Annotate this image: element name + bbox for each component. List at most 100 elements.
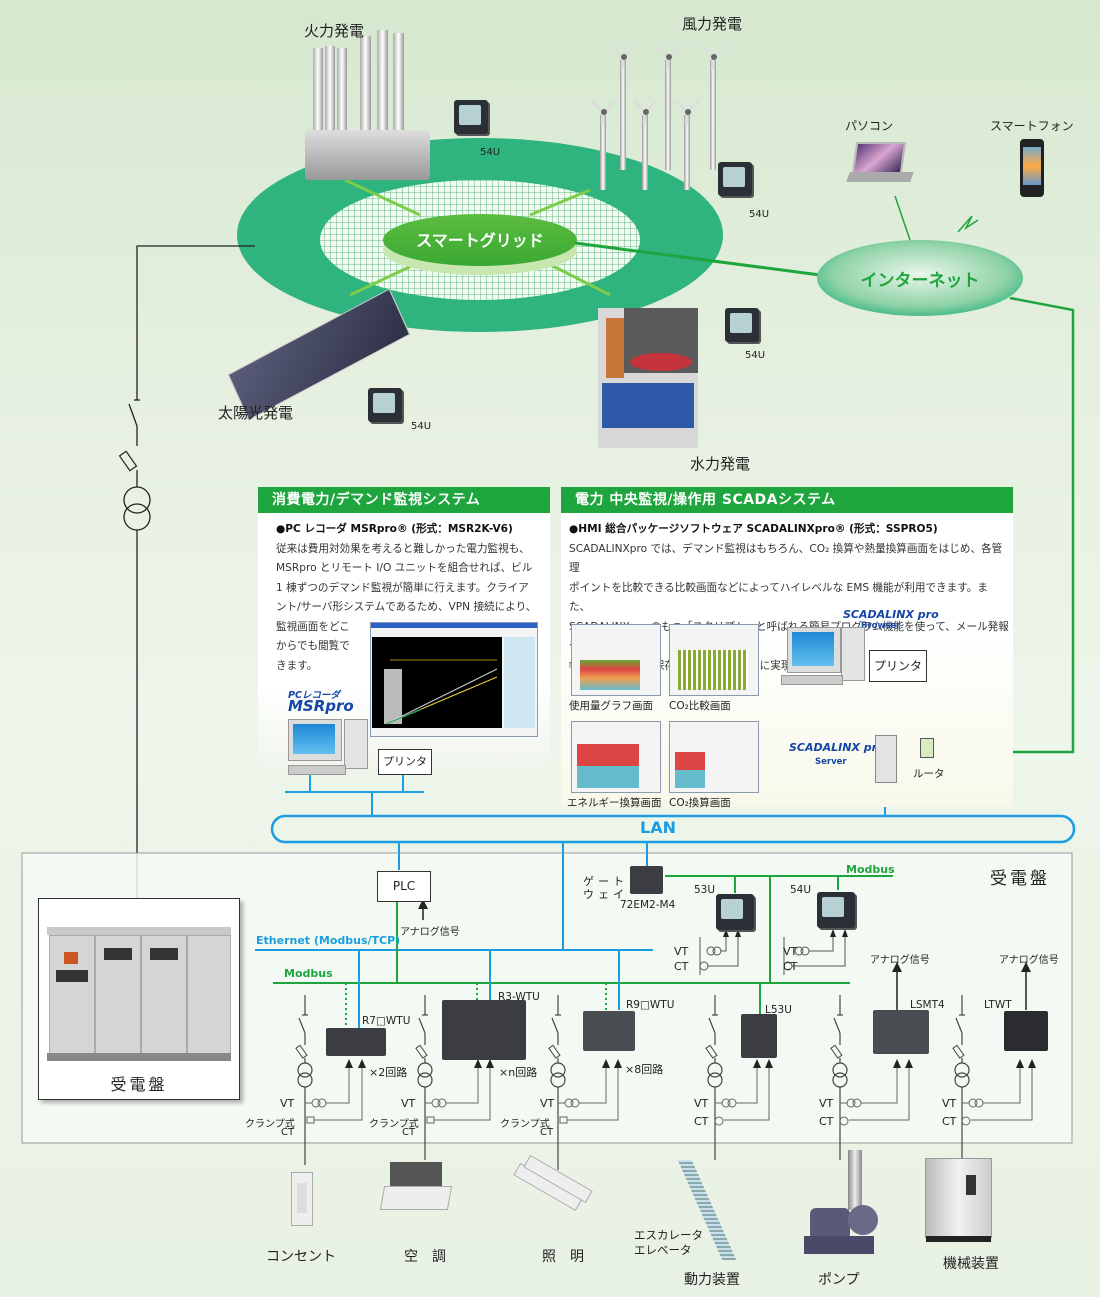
signal-arrow-icon xyxy=(1016,1059,1024,1068)
scada-printer-box: プリンタ xyxy=(869,650,927,682)
scada-panel-subtitle: ●HMI 総合パッケージソフトウェア SCADALINXpro® (形式：SSP… xyxy=(569,523,938,535)
lighting-illustration xyxy=(512,1154,593,1220)
demand-panel-line-2: MSRpro とリモート I/O ユニットを組合せれば、ビル xyxy=(276,562,533,574)
transformer-coil xyxy=(707,1062,723,1078)
usage-graph-screen-label: 使用量グラフ画面 xyxy=(569,700,653,712)
signal-arrow-icon xyxy=(602,1059,610,1068)
meter-54u-ct-label: CT xyxy=(783,960,798,973)
wind-turbine-hub-icon xyxy=(590,99,616,127)
scadalinx-browser-label: Browser xyxy=(861,621,901,631)
signal-arrow-icon xyxy=(905,1059,913,1068)
wind-turbine-icon xyxy=(710,60,716,170)
switchgear-cabinet-illustration xyxy=(47,927,231,1061)
clamp-ct-icon xyxy=(559,1116,568,1124)
vt-wire xyxy=(983,1066,1021,1104)
lan-label: LAN xyxy=(640,818,676,837)
unit-r9-wtu-label: R9□WTU xyxy=(626,999,675,1011)
scadalinx-server-label: Server xyxy=(815,757,847,767)
transformer-coil xyxy=(550,1062,566,1078)
transformer-coil xyxy=(297,1062,313,1078)
feeder-2-ct-label: CT xyxy=(402,1127,416,1138)
smart-grid-label: スマートグリッド xyxy=(416,231,544,250)
substation-photo-caption: 受電盤 xyxy=(110,1075,168,1094)
signal-arrow-icon xyxy=(765,1059,773,1068)
transformer-coil xyxy=(954,1062,970,1078)
load-escalator-label-1: エスカレータ xyxy=(634,1228,703,1242)
vt-wire xyxy=(579,1066,607,1104)
vt-coil xyxy=(727,1098,737,1108)
unit-lsmt4-label: LSMT4 xyxy=(910,999,945,1011)
vt-wire xyxy=(446,1066,479,1104)
unit-r7-wtu-circuits: ×2回路 xyxy=(369,1066,408,1079)
msrpro-printer-box: プリンタ xyxy=(378,749,432,775)
thermal-plant-label: 火力発電 xyxy=(304,22,365,40)
wind-turbine-icon xyxy=(665,60,671,170)
substation-title: 受電盤 xyxy=(990,869,1050,889)
signal-arrow-icon xyxy=(1028,1059,1036,1068)
breaker-switch xyxy=(418,1017,426,1034)
unit-r7-wtu-label: R7□WTU xyxy=(362,1015,411,1027)
breaker-switch xyxy=(833,1017,841,1034)
meter-54u-label: 54U xyxy=(790,884,812,896)
wind-meter-icon xyxy=(718,162,752,196)
smartphone-icon xyxy=(1020,139,1044,197)
gateway-model-label: 72EM2-M4 xyxy=(620,899,676,911)
ct-icon xyxy=(961,1116,971,1126)
co2-compare-screen xyxy=(669,624,759,696)
feeder-1-vt-label: VT xyxy=(280,1097,295,1110)
vt-wire xyxy=(861,1066,898,1104)
feeder-5-ct-label: CT xyxy=(819,1115,834,1128)
wind-turbine-hub-icon xyxy=(674,99,700,127)
feeder-5-vt-label: VT xyxy=(819,1097,834,1110)
modbus-bus-label: Modbus xyxy=(284,967,333,980)
msrpro-computer-icon xyxy=(288,719,368,781)
hydro-meter-label: 54U xyxy=(745,350,766,361)
wind-turbine-hub-icon xyxy=(610,44,636,72)
feeder-2-clamp-label: クランプ式 xyxy=(369,1119,419,1130)
vt-wire xyxy=(736,1066,758,1104)
meter-54u-icon xyxy=(817,892,855,928)
internet-cloud xyxy=(817,240,1023,316)
hydro-plant-illustration xyxy=(598,298,708,448)
meter-53u-vt-label: VT xyxy=(674,945,689,958)
wind-meter-label: 54U xyxy=(749,209,770,220)
solar-meter-icon xyxy=(368,388,402,422)
ct-wire xyxy=(567,1066,619,1121)
demand-panel-line-7: きます。 xyxy=(276,659,318,672)
load-lighting-label: 照 明 xyxy=(542,1249,584,1265)
clamp-ct-icon xyxy=(426,1116,435,1124)
lsmt4-analog-signal-label: アナログ信号 xyxy=(870,955,930,966)
feeder-2-vt-label: VT xyxy=(401,1097,416,1110)
wind-turbine-hub-icon xyxy=(632,99,658,127)
feeder-1-ct-label: CT xyxy=(281,1127,295,1138)
breaker-switch xyxy=(955,1017,963,1034)
vt-coil xyxy=(974,1098,984,1108)
scadalinx-browser-logo: SCADALINX pro xyxy=(843,608,939,621)
wind-turbine-hub-icon xyxy=(700,44,726,72)
signal-arrow-icon xyxy=(486,1059,494,1068)
feeder-1-clamp-label: クランプ式 xyxy=(245,1119,295,1130)
solar-meter-label: 54U xyxy=(411,421,432,432)
transformer-coil xyxy=(832,1062,848,1078)
transformer-coil xyxy=(297,1072,313,1088)
ltwt-analog-signal-label: アナログ信号 xyxy=(999,955,1059,966)
feeder-3-ct-label: CT xyxy=(540,1127,554,1138)
msrpro-screenshot xyxy=(370,622,538,737)
gateway-label-line-2: ウェイ xyxy=(583,888,628,901)
vt-coil xyxy=(437,1098,447,1108)
vt-wire xyxy=(326,1066,350,1104)
ct-wire xyxy=(971,1066,1033,1121)
thermal-meter-label: 54U xyxy=(480,147,501,158)
signal-arrow-icon xyxy=(358,1059,366,1068)
fuse-icon xyxy=(705,1044,718,1059)
load-outlet-label: コンセント xyxy=(266,1249,336,1265)
signal-arrow-icon xyxy=(753,1059,761,1068)
feeder-4-ct-label: CT xyxy=(694,1115,709,1128)
feeder-3-vt-label: VT xyxy=(540,1097,555,1110)
fuse-icon xyxy=(952,1044,965,1059)
scada-panel-line-1: SCADALINXpro では、デマンド監視はもちろん、CO₂ 換算や熱量換算画… xyxy=(569,542,1003,575)
thermal-meter-icon xyxy=(454,100,488,134)
msrpro-brand-logo: MSRpro xyxy=(288,697,354,715)
meter-54u-vt-label: VT xyxy=(783,945,798,958)
